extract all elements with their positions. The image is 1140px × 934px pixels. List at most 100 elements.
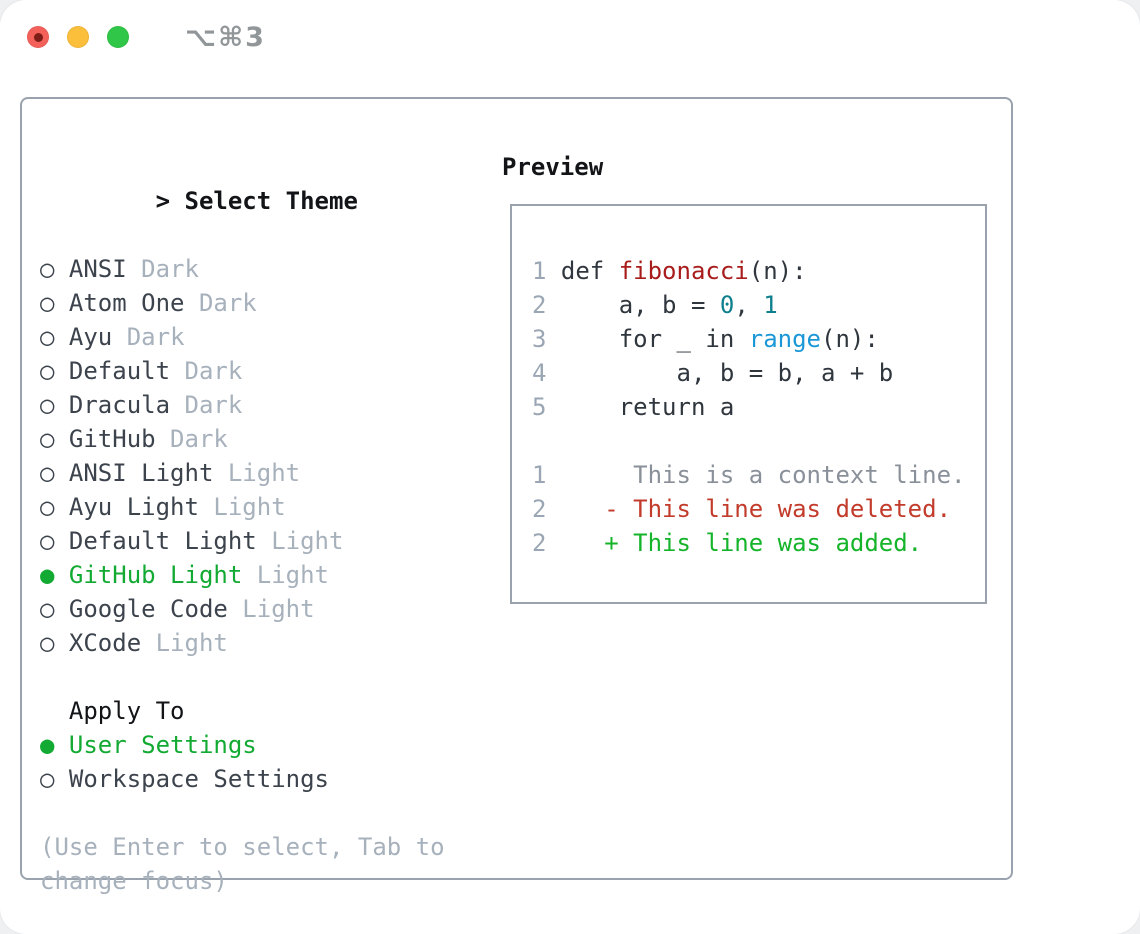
preview-blank-line bbox=[532, 424, 985, 458]
window-shortcut-title: ⌥⌘3 bbox=[185, 21, 266, 53]
theme-variant: Light bbox=[213, 459, 301, 487]
theme-option-ayu[interactable]: ○ Ayu Dark bbox=[40, 320, 502, 354]
token-code: (n): bbox=[748, 257, 807, 285]
theme-variant: Light bbox=[141, 629, 228, 657]
theme-name: Google Code bbox=[68, 595, 228, 623]
minimize-button[interactable] bbox=[67, 26, 89, 48]
theme-option-google-code[interactable]: ○ Google Code Light bbox=[40, 592, 502, 626]
apply-option-user-settings[interactable]: ● User Settings bbox=[40, 728, 502, 762]
theme-variant: Light bbox=[256, 527, 344, 555]
radio-selected-icon: ● bbox=[40, 731, 69, 759]
theme-name: ANSI Light bbox=[68, 459, 214, 487]
theme-variant: Light bbox=[227, 595, 315, 623]
theme-option-default-light[interactable]: ○ Default Light Light bbox=[40, 524, 502, 558]
theme-variant: Light bbox=[198, 493, 286, 521]
theme-name: Dracula bbox=[68, 391, 171, 419]
radio-unselected-icon: ○ bbox=[40, 493, 69, 521]
apply-to-section: Apply To ● User Settings○ Workspace Sett… bbox=[40, 694, 502, 796]
token-code: a, b = b, a + b bbox=[560, 359, 894, 387]
radio-unselected-icon: ○ bbox=[40, 595, 69, 623]
cursor-marker: > bbox=[155, 187, 185, 215]
preview-line: 2 + This line was added. bbox=[532, 526, 985, 560]
token-func: fibonacci bbox=[618, 257, 749, 285]
zoom-button[interactable] bbox=[107, 26, 129, 48]
preview-line: 1 This is a context line. bbox=[532, 458, 985, 492]
theme-name: GitHub Light bbox=[68, 561, 243, 589]
apply-option-label: Workspace Settings bbox=[68, 765, 329, 793]
radio-unselected-icon: ○ bbox=[40, 255, 69, 283]
theme-name: Atom One bbox=[68, 289, 185, 317]
unsaved-dot-icon bbox=[33, 32, 43, 42]
radio-unselected-icon: ○ bbox=[40, 357, 69, 385]
token-code: return a bbox=[560, 393, 735, 421]
token-code: (n): bbox=[821, 325, 879, 353]
radio-unselected-icon: ○ bbox=[40, 459, 69, 487]
radio-unselected-icon: ○ bbox=[40, 629, 69, 657]
theme-option-dracula[interactable]: ○ Dracula Dark bbox=[40, 388, 502, 422]
token-lit: 0 bbox=[719, 291, 735, 319]
theme-name: Ayu Light bbox=[68, 493, 199, 521]
theme-variant: Dark bbox=[170, 357, 243, 385]
theme-name: Ayu bbox=[68, 323, 113, 351]
theme-variant: Light bbox=[242, 561, 329, 589]
theme-option-ansi-light[interactable]: ○ ANSI Light Light bbox=[40, 456, 502, 490]
token-num: 3 bbox=[532, 325, 561, 353]
token-num: 5 bbox=[532, 393, 561, 421]
radio-selected-icon: ● bbox=[40, 561, 69, 589]
theme-option-xcode[interactable]: ○ XCode Light bbox=[40, 626, 502, 660]
theme-option-github[interactable]: ○ GitHub Dark bbox=[40, 422, 502, 456]
token-num: 2 bbox=[532, 291, 561, 319]
token-builtin: range bbox=[748, 325, 821, 353]
theme-variant: Dark bbox=[170, 391, 243, 419]
theme-option-github-light[interactable]: ● GitHub Light Light bbox=[40, 558, 502, 592]
radio-unselected-icon: ○ bbox=[40, 289, 69, 317]
apply-option-label: User Settings bbox=[68, 731, 257, 759]
theme-variant: Dark bbox=[155, 425, 228, 453]
theme-name: GitHub bbox=[68, 425, 156, 453]
theme-option-ansi[interactable]: ○ ANSI Dark bbox=[40, 252, 502, 286]
titlebar: ⌥⌘3 bbox=[27, 22, 266, 53]
token-lit: 1 bbox=[763, 291, 778, 319]
token-code: for _ in bbox=[560, 325, 749, 353]
theme-variant: Dark bbox=[112, 323, 185, 351]
preview-line: 4 a, b = b, a + b bbox=[532, 356, 985, 390]
hint-text: (Use Enter to select, Tab to change focus… bbox=[40, 830, 502, 898]
token-num: 2 bbox=[532, 529, 547, 557]
token-num: 1 bbox=[532, 257, 561, 285]
theme-column: > Select Theme ○ ANSI Dark○ Atom One Dar… bbox=[40, 150, 502, 895]
theme-option-default[interactable]: ○ Default Dark bbox=[40, 354, 502, 388]
radio-unselected-icon: ○ bbox=[40, 527, 69, 555]
select-theme-title: Select Theme bbox=[184, 187, 358, 215]
theme-picker-panel: > Select Theme ○ ANSI Dark○ Atom One Dar… bbox=[20, 97, 1013, 895]
apply-to-list: ● User Settings○ Workspace Settings bbox=[40, 728, 502, 796]
token-code: , bbox=[734, 291, 764, 319]
radio-unselected-icon: ○ bbox=[40, 425, 69, 453]
select-theme-header: > Select Theme bbox=[40, 150, 502, 252]
preview-column: Preview 1 def fibonacci(n):2 a, b = 0, 1… bbox=[502, 150, 1011, 878]
hint-line: (Use Enter to select, Tab to bbox=[40, 833, 445, 861]
preview-line: 2 - This line was deleted. bbox=[532, 492, 985, 526]
theme-list: ○ ANSI Dark○ Atom One Dark○ Ayu Dark○ De… bbox=[40, 252, 502, 660]
token-code: def bbox=[560, 257, 619, 285]
theme-name: Default bbox=[68, 357, 171, 385]
token-num: 2 bbox=[532, 495, 547, 523]
radio-unselected-icon: ○ bbox=[40, 391, 69, 419]
token-num: 1 bbox=[532, 461, 547, 489]
theme-name: Default Light bbox=[68, 527, 257, 555]
radio-unselected-icon: ○ bbox=[40, 323, 69, 351]
preview-header: Preview bbox=[502, 153, 604, 181]
theme-option-ayu-light[interactable]: ○ Ayu Light Light bbox=[40, 490, 502, 524]
preview-line: 5 return a bbox=[532, 390, 985, 424]
token-ctx: This is a context line. bbox=[546, 461, 966, 489]
token-num: 4 bbox=[532, 359, 561, 387]
token-add: + This line was added. bbox=[546, 529, 923, 557]
theme-variant: Dark bbox=[126, 255, 199, 283]
apply-option-workspace-settings[interactable]: ○ Workspace Settings bbox=[40, 762, 502, 796]
theme-name: ANSI bbox=[68, 255, 127, 283]
theme-option-atom-one[interactable]: ○ Atom One Dark bbox=[40, 286, 502, 320]
close-button[interactable] bbox=[27, 26, 49, 48]
theme-variant: Dark bbox=[184, 289, 257, 317]
hint-line: change focus) bbox=[40, 867, 228, 895]
